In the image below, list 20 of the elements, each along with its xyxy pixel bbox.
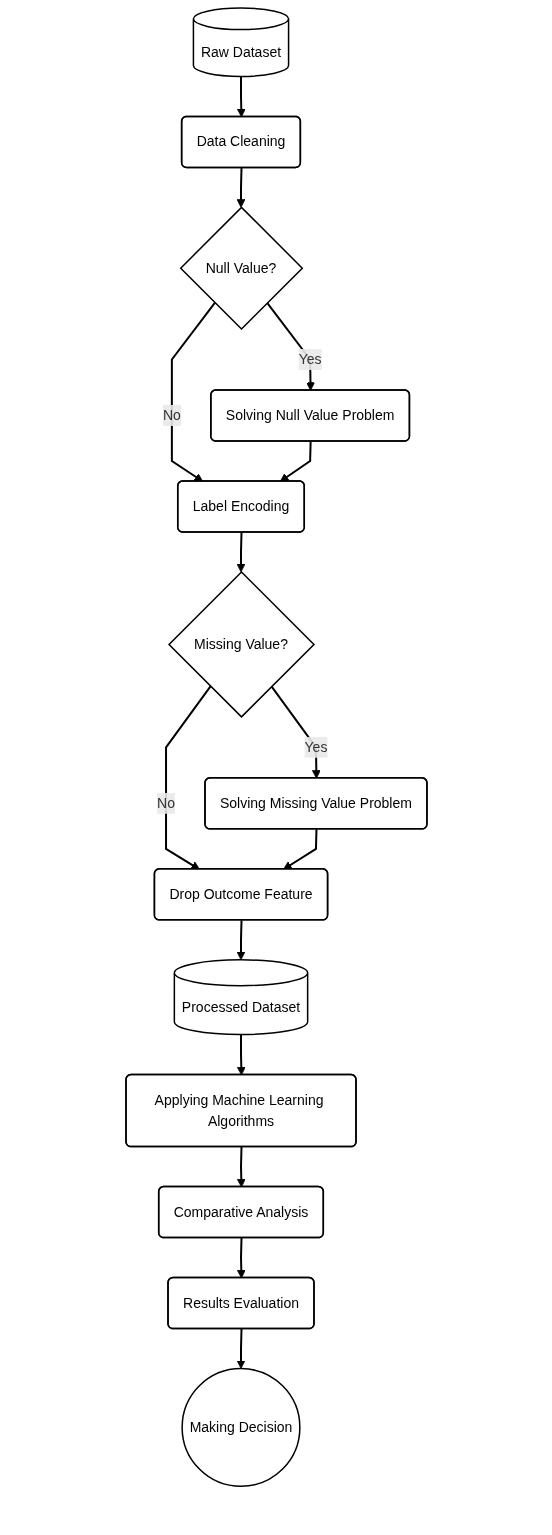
arrow	[170, 301, 216, 482]
arrow	[236, 1033, 246, 1076]
edge-label: No	[156, 794, 175, 811]
arrow	[282, 828, 317, 870]
arrow	[270, 685, 321, 779]
arrow	[236, 1146, 246, 1188]
arrow	[236, 166, 245, 208]
arrow	[164, 685, 211, 870]
arrow	[236, 919, 245, 961]
arrow	[279, 440, 312, 482]
node-diamond: Null Value?	[179, 206, 303, 331]
edge-label: No	[162, 406, 181, 423]
node-diamond: Missing Value?	[167, 570, 315, 718]
arrow	[236, 1328, 245, 1369]
arrow	[236, 1237, 246, 1279]
arrow	[236, 531, 245, 573]
arrow	[236, 75, 246, 118]
edge-label: Yes	[298, 350, 322, 367]
edge-label: Yes	[304, 738, 327, 755]
node-circle: Making Decision	[180, 1367, 301, 1488]
